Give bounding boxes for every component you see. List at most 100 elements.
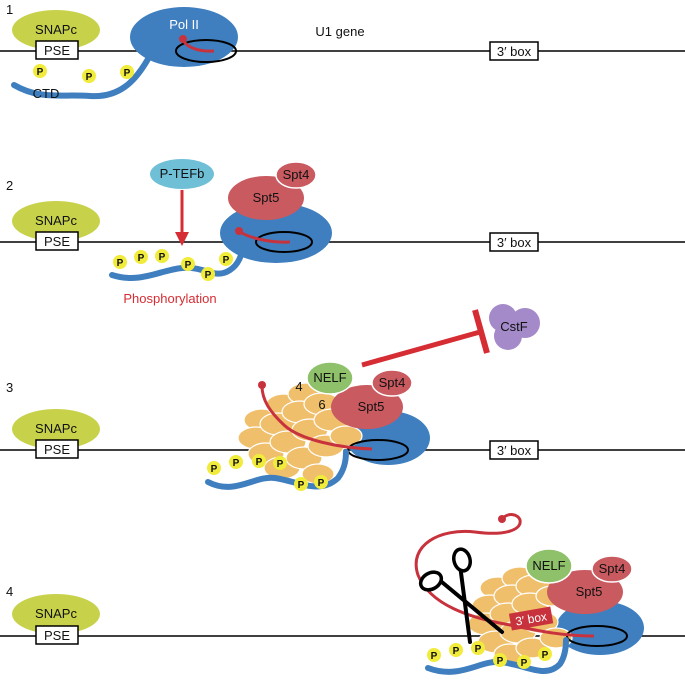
svg-text:P: P <box>542 650 549 661</box>
phospho-4e: P <box>517 655 531 669</box>
step-number-2: 2 <box>6 178 13 193</box>
spt4-2 <box>275 161 317 189</box>
snapc-label-3: SNAPc <box>35 421 77 436</box>
svg-text:P: P <box>521 658 528 669</box>
box3-label-3: 3′ box <box>497 443 532 458</box>
phospho-2a: P <box>113 255 127 269</box>
scissors-icon <box>418 547 504 644</box>
gene-label: U1 gene <box>315 24 364 39</box>
spt4-label-4: Spt4 <box>599 561 626 576</box>
phosphorylation-label: Phosphorylation <box>123 291 216 306</box>
svg-text:P: P <box>223 255 230 266</box>
snapc-label-2: SNAPc <box>35 213 77 228</box>
phospho-2b: P <box>134 250 148 264</box>
snapc-3 <box>12 409 100 449</box>
svg-text:P: P <box>431 651 438 662</box>
box3-label-2: 3′ box <box>497 235 532 250</box>
phospho-3c: P <box>252 454 266 468</box>
pse-box-3 <box>35 439 79 459</box>
pol2-clamp-1 <box>175 39 237 63</box>
svg-text:P: P <box>159 252 166 263</box>
ptefb-arrow-head <box>175 232 189 246</box>
rna-cap-3 <box>258 381 266 389</box>
pse-label-1: PSE <box>44 43 70 58</box>
box3-1 <box>489 41 539 61</box>
phospho-1b: P <box>82 69 96 83</box>
phospho-4d: P <box>493 653 507 667</box>
svg-text:P: P <box>124 68 131 79</box>
svg-text:P: P <box>138 253 145 264</box>
rna-cap-2 <box>235 227 243 235</box>
phospho-4a: P <box>427 648 441 662</box>
pol2-clamp-2 <box>255 231 313 253</box>
spt5-label-2: Spt5 <box>253 190 280 205</box>
snapc-4 <box>12 594 100 634</box>
nelf-label-3: NELF <box>313 370 346 385</box>
phospho-3e: P <box>294 477 308 491</box>
nelf-3 <box>306 361 354 395</box>
ptefb <box>150 159 214 189</box>
svg-text:P: P <box>453 646 460 657</box>
pse-box-4 <box>35 625 79 645</box>
phospho-4f: P <box>538 647 552 661</box>
phospho-1a: P <box>33 64 47 78</box>
panel-1: 1 SNAPc PSE CTD P P P Pol II U1 gene 3′ … <box>0 2 685 101</box>
rna-2 <box>239 230 291 244</box>
phospho-2d: P <box>181 257 195 271</box>
pse-box-2 <box>35 231 79 251</box>
svg-text:P: P <box>37 67 44 78</box>
spt5-2 <box>228 176 304 220</box>
svg-text:P: P <box>318 478 325 489</box>
ctd-label-1: CTD <box>33 86 60 101</box>
cstf-label: CstF <box>500 319 528 334</box>
phospho-3f: P <box>314 475 328 489</box>
box3-3 <box>489 440 539 460</box>
svg-text:P: P <box>117 258 124 269</box>
spt4-label-2: Spt4 <box>283 167 310 182</box>
pse-label-3: PSE <box>44 442 70 457</box>
nelf-inhibition-line <box>361 329 481 368</box>
svg-text:P: P <box>475 644 482 655</box>
step-number-3: 3 <box>6 380 13 395</box>
snapc-label-1: SNAPc <box>35 22 77 37</box>
svg-text:P: P <box>256 457 263 468</box>
phospho-4b: P <box>449 643 463 657</box>
svg-text:P: P <box>298 480 305 491</box>
rna-cap-1 <box>179 35 187 43</box>
step-number-1: 1 <box>6 2 13 17</box>
svg-text:P: P <box>86 72 93 83</box>
phospho-3d: P <box>273 456 287 470</box>
nelf-label-4: NELF <box>532 558 565 573</box>
svg-text:P: P <box>185 260 192 271</box>
ptefb-label: P-TEFb <box>160 166 205 181</box>
pse-label-4: PSE <box>44 628 70 643</box>
panel-3: 3 SNAPc PSE CstF <box>0 304 685 491</box>
spt5-label-4: Spt5 <box>576 584 603 599</box>
snapc-label-4: SNAPc <box>35 606 77 621</box>
svg-text:P: P <box>205 270 212 281</box>
spt4-4 <box>591 555 633 583</box>
phospho-2c: P <box>155 249 169 263</box>
snapc-1 <box>12 10 100 50</box>
integrator-subunit-4: 4 <box>295 379 302 394</box>
box3-rna <box>508 606 554 631</box>
phospho-1c: P <box>120 65 134 79</box>
spt5-3 <box>331 385 403 429</box>
rna-3 <box>260 385 373 451</box>
cstf <box>489 304 540 350</box>
box3-label-1: 3′ box <box>497 44 532 59</box>
svg-text:P: P <box>233 458 240 469</box>
nelf-4 <box>525 548 573 584</box>
spt5-label-3: Spt5 <box>358 399 385 414</box>
svg-text:P: P <box>277 459 284 470</box>
pol2-label-1: Pol II <box>169 17 199 32</box>
phospho-4c: P <box>471 641 485 655</box>
snapc-2 <box>12 201 100 241</box>
box3-rna-label: 3′ box <box>514 609 548 628</box>
box3-2 <box>489 232 539 252</box>
phospho-3b: P <box>229 455 243 469</box>
panel-2: 2 SNAPc PSE P-TEFb P P P P P P Phosphory… <box>0 159 685 306</box>
rna-cap-4 <box>498 515 506 523</box>
pse-box-1 <box>35 40 79 60</box>
